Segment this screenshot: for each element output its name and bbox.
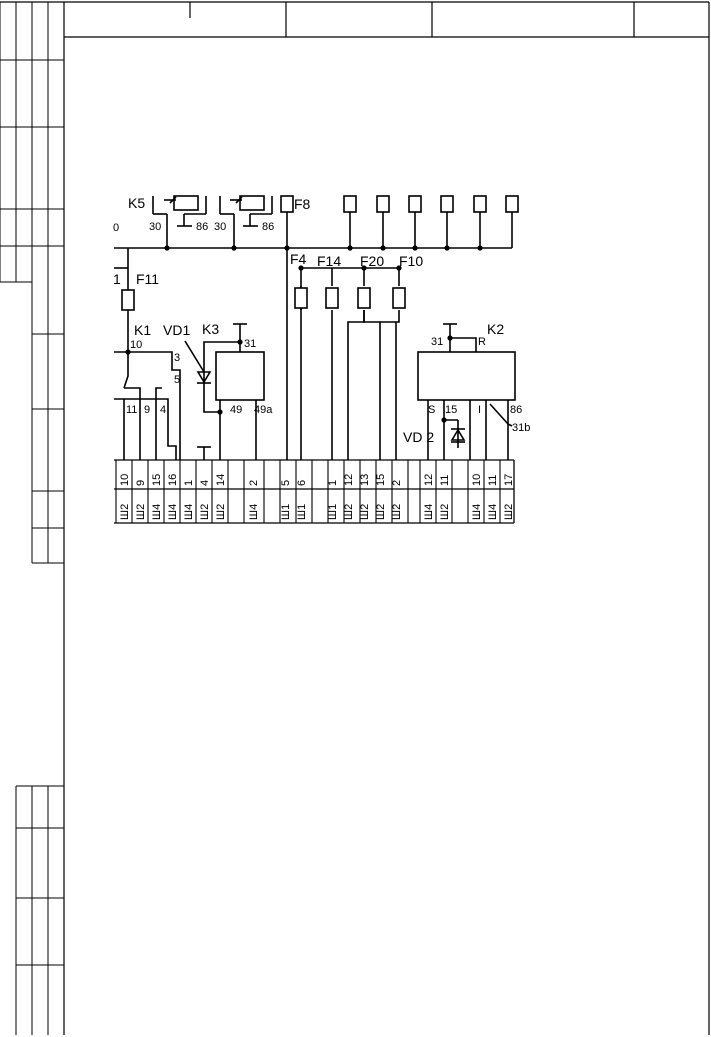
pin-k1-4: 4 — [160, 404, 166, 416]
connector-pin-number: 15 — [151, 474, 163, 486]
connector-plug-label: Ш4 — [423, 504, 435, 520]
label-k1: K1 — [134, 322, 151, 338]
connector-plug-label: Ш2 — [391, 504, 403, 520]
fuse-f4 — [294, 287, 308, 309]
label-left-cut-top: 0 — [113, 222, 119, 234]
connector-plug-label: Ш4 — [183, 504, 195, 520]
pin-k2-r: R — [478, 336, 486, 348]
diode-symbols — [196, 371, 466, 443]
pin-k2-86: 86 — [510, 404, 522, 416]
label-vd1: VD1 — [163, 322, 190, 338]
junction-dots — [125, 245, 483, 423]
pin-k2-31b: 31b — [512, 422, 530, 434]
pin-k2-31: 31 — [431, 336, 443, 348]
pin-k1-3: 3 — [174, 352, 180, 364]
pin-k2-s: S — [428, 404, 435, 416]
connector-pin-number: 10 — [471, 474, 483, 486]
connector-plug-label: Ш2 — [343, 504, 355, 520]
label-f11: F11 — [136, 271, 159, 287]
component-labels: K5 0 F8 1 F11 F4 F14 F20 F10 K1 VD1 K3 K… — [113, 195, 504, 445]
connector-pin-number: 10 — [119, 474, 131, 486]
label-f4: F4 — [290, 251, 307, 267]
pin-labels: 30 86 30 86 10 3 5 11 9 4 31 49 49a 31 R… — [126, 221, 530, 434]
pin-k1-10: 10 — [130, 339, 142, 351]
label-f20: F20 — [360, 253, 384, 269]
connector-pin-number: 1 — [327, 480, 339, 486]
connector-pin-number: 2 — [248, 480, 260, 486]
pin-k3-49: 49 — [230, 404, 242, 416]
pin-k5-30b: 30 — [214, 221, 226, 233]
connector-plug-label: Ш2 — [439, 504, 451, 520]
connector-plug-label: Ш1 — [327, 504, 339, 520]
connector-plug-label: Ш4 — [471, 504, 483, 520]
connector-pin-number: 16 — [167, 474, 179, 486]
label-left-cut-mid: 1 — [113, 271, 121, 287]
label-f10: F10 — [399, 253, 423, 269]
pin-k1-9: 9 — [144, 404, 150, 416]
connector-pin-number: 15 — [375, 474, 387, 486]
label-vd2: VD 2 — [403, 429, 434, 445]
diode-vd1 — [196, 371, 212, 384]
connector-pin-number: 12 — [343, 474, 355, 486]
connector-pin-number: 11 — [487, 475, 499, 486]
connector-pin-number: 2 — [391, 480, 403, 486]
connector-plug-label: Ш4 — [167, 504, 179, 520]
label-k2: K2 — [487, 321, 504, 337]
connector-pin-numbers: 10 9 15 16 1 4 14 2 5 6 1 12 13 15 2 12 … — [119, 474, 515, 486]
connector-plug-label: Ш2 — [503, 504, 515, 520]
pin-k3-31: 31 — [244, 338, 256, 350]
left-margin-lower — [15, 785, 64, 1035]
connector-plug-label: Ш2 — [215, 504, 227, 520]
connector-plug-label: Ш1 — [296, 504, 308, 520]
connector-plug-label: Ш4 — [487, 504, 499, 520]
connector-pin-number: 1 — [183, 480, 195, 486]
connector-dividers — [115, 460, 501, 523]
connector-pin-number: 13 — [359, 474, 371, 486]
connector-pin-number: 9 — [135, 480, 147, 486]
label-k3: K3 — [202, 321, 219, 337]
fuse-f11 — [121, 289, 135, 311]
fuse-f10 — [392, 287, 406, 309]
connector-pin-number: 17 — [503, 474, 515, 486]
fuse-f20 — [357, 287, 371, 309]
connector-plug-label: Ш1 — [280, 504, 292, 520]
label-f14: F14 — [317, 253, 341, 269]
fuse-f14 — [325, 287, 339, 309]
connector-plug-label: Ш4 — [248, 504, 260, 520]
connector-plug-label: Ш2 — [359, 504, 371, 520]
pin-k5-86b: 86 — [262, 221, 274, 233]
connector-plug-labels: Ш2 Ш2 Ш4 Ш4 Ш4 Ш2 Ш2 Ш4 Ш1 Ш1 Ш1 Ш2 Ш2 Ш… — [119, 504, 515, 520]
left-margin-upper — [0, 2, 64, 564]
connector-plug-label: Ш2 — [135, 504, 147, 520]
connector-pin-number: 12 — [423, 474, 435, 486]
pin-k2-15: 15 — [445, 404, 457, 416]
pin-k1-5: 5 — [174, 374, 180, 386]
pin-k2-i: I — [478, 404, 481, 416]
connector-pin-number: 6 — [296, 480, 308, 486]
pin-k1-11: 11 — [126, 404, 137, 416]
label-k5: K5 — [128, 195, 145, 211]
pin-k3-49a: 49a — [254, 404, 273, 416]
connector-plug-label: Ш2 — [375, 504, 387, 520]
label-f8: F8 — [294, 196, 311, 212]
pin-k5-86a: 86 — [196, 221, 208, 233]
connector-plug-label: Ш4 — [151, 504, 163, 520]
connector-pin-number: 5 — [280, 480, 292, 486]
fuse-symbols — [121, 195, 519, 311]
connector-strip — [114, 459, 515, 524]
diode-vd2 — [450, 428, 466, 441]
connector-pin-number: 14 — [215, 474, 227, 486]
pin-k5-30a: 30 — [149, 221, 161, 233]
connector-pin-number: 4 — [199, 480, 211, 486]
connector-plug-label: Ш2 — [119, 504, 131, 520]
connector-plug-label: Ш2 — [199, 504, 211, 520]
connector-pin-number: 11 — [439, 475, 451, 486]
